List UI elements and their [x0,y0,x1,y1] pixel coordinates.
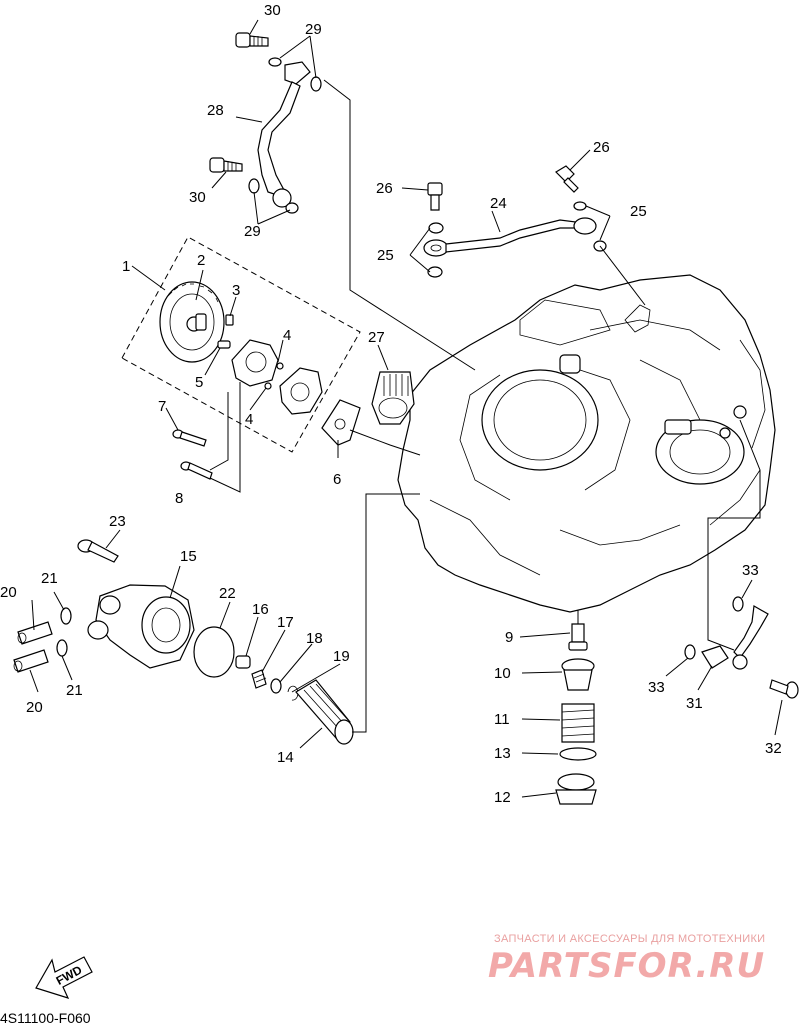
washer-33-upper [732,596,744,612]
bolt-30-lower [209,157,243,173]
callout-17: 17 [277,614,294,631]
callout-22: 22 [219,585,236,602]
spacer-16 [235,655,251,669]
bolt-30-upper [235,32,269,48]
callout-5: 5 [195,374,203,391]
union-bolt-20-lower [13,649,49,673]
callout-33-upper: 33 [742,562,759,579]
callout-4-lower: 4 [245,411,253,428]
callout-26-right: 26 [593,139,610,156]
sensor-pipe-31 [701,605,769,670]
callout-18: 18 [306,630,323,647]
callout-16: 16 [252,601,269,618]
diagram-code: 4S11100-F060 [0,1010,91,1026]
pin-3 [225,314,234,326]
pin-5 [217,340,231,349]
callout-labels: 30 29 28 30 29 26 26 24 25 25 1 2 3 4 4 … [0,2,782,806]
callout-6: 6 [333,471,341,488]
callout-25-right: 25 [630,203,647,220]
callout-4-upper: 4 [283,327,291,344]
callout-24: 24 [490,195,507,212]
o-ring-18 [270,678,282,694]
callout-30-lower: 30 [189,189,206,206]
oil-pipe-24 [423,217,597,257]
drain-screen-12 [555,773,597,805]
callout-27: 27 [368,329,385,346]
screw-7 [172,429,207,447]
oil-pump-group-outline [121,236,361,453]
fwd-arrow: FWD [35,956,93,999]
washer-25-upper-left [428,222,444,234]
callout-21-lower: 21 [66,682,83,699]
callout-29-upper: 29 [305,21,322,38]
washer-25-lower-left [427,266,443,278]
callout-9: 9 [505,629,513,646]
callout-11: 11 [494,711,510,728]
callout-30-upper: 30 [264,2,281,19]
oil-pump-body [231,339,279,387]
callout-20-upper: 20 [0,584,17,601]
callout-1: 1 [122,258,130,275]
filter-housing-15 [87,584,195,669]
strainer-gasket-6 [321,399,361,446]
callout-25-left: 25 [377,247,394,264]
spring-17 [251,669,267,689]
watermark-tagline: ЗАПЧАСТИ И АКСЕССУАРЫ ДЛЯ МОТОТЕХНИКИ [494,933,766,945]
washer-29-upper-right [310,76,322,92]
callout-29-lower: 29 [244,223,261,240]
pin-4-upper [276,362,284,370]
washer-29-upper-left [268,57,282,67]
crankcase [397,274,776,613]
washer-21-upper [60,607,72,625]
callout-23: 23 [109,513,126,530]
oil-pump-cover [279,367,323,415]
bolt-23 [77,539,119,563]
pin-4-lower [264,382,272,390]
drain-plug-10 [561,658,595,691]
washer-33-lower [684,644,696,660]
callout-20-lower: 20 [26,699,43,716]
bolt-9 [568,623,588,651]
bolt-32 [769,679,799,699]
callout-33-lower: 33 [648,679,665,696]
callout-10: 10 [494,665,511,682]
callout-31: 31 [686,695,703,712]
callout-7: 7 [158,398,166,415]
watermark-logo: PARTSFOR.RU [488,946,766,986]
spring-11 [561,703,595,743]
bolt-26-left [427,182,443,211]
oil-filter-14 [295,679,354,745]
leader-lines [29,19,783,798]
strainer-27 [371,371,415,425]
callout-26-left: 26 [376,180,393,197]
o-ring-13 [559,747,597,761]
union-bolt-20-upper [17,621,53,645]
oil-pump-gear-2 [159,281,225,363]
callout-8: 8 [175,490,183,507]
callout-14: 14 [277,749,294,766]
washer-29-lower-left [248,178,260,194]
screw-8 [180,461,213,480]
callout-28: 28 [207,102,224,119]
callout-15: 15 [180,548,197,565]
bolt-26-right [555,165,579,193]
o-ring-22 [193,626,235,678]
callout-13: 13 [494,745,511,762]
callout-3: 3 [232,282,240,299]
oil-pipe-28 [257,61,311,208]
callout-21-upper: 21 [41,570,58,587]
callout-32: 32 [765,740,782,757]
callout-12: 12 [494,789,511,806]
callout-19: 19 [333,648,350,665]
washer-25-upper-right [573,201,587,211]
callout-2: 2 [197,252,205,269]
washer-21-lower [56,639,68,657]
